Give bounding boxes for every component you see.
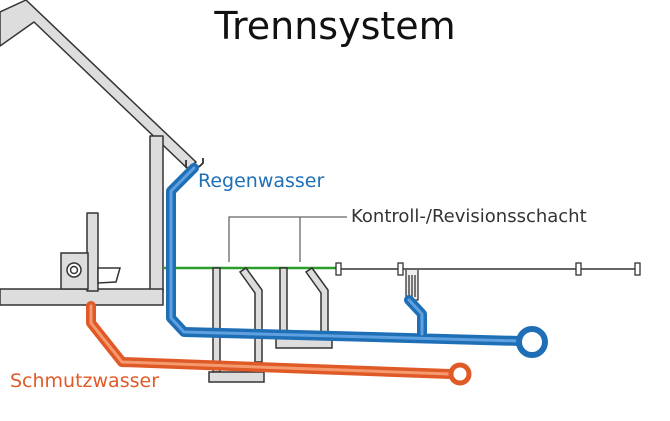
shaft-pointer-lines: [228, 216, 347, 262]
inspection-shaft-label: Kontroll-/Revisionsschacht: [351, 206, 587, 227]
wastewater-outlet: [448, 362, 472, 386]
diagram-title: Trennsystem: [214, 4, 456, 48]
house-floor-slab: [0, 288, 164, 306]
wastewater-pipe: [86, 301, 455, 379]
toilet-icon: [97, 267, 121, 284]
rainwater-pipe: [166, 163, 525, 346]
interior-wall: [86, 212, 99, 292]
washing-machine-icon: [60, 252, 89, 290]
wastewater-label: Schmutzwasser: [10, 370, 160, 392]
drainage-caps: [335, 262, 641, 276]
house-wall: [149, 135, 164, 293]
rainwater-label: Regenwasser: [198, 170, 325, 192]
house: [0, 0, 197, 306]
rainwater-outlet: [516, 326, 548, 358]
